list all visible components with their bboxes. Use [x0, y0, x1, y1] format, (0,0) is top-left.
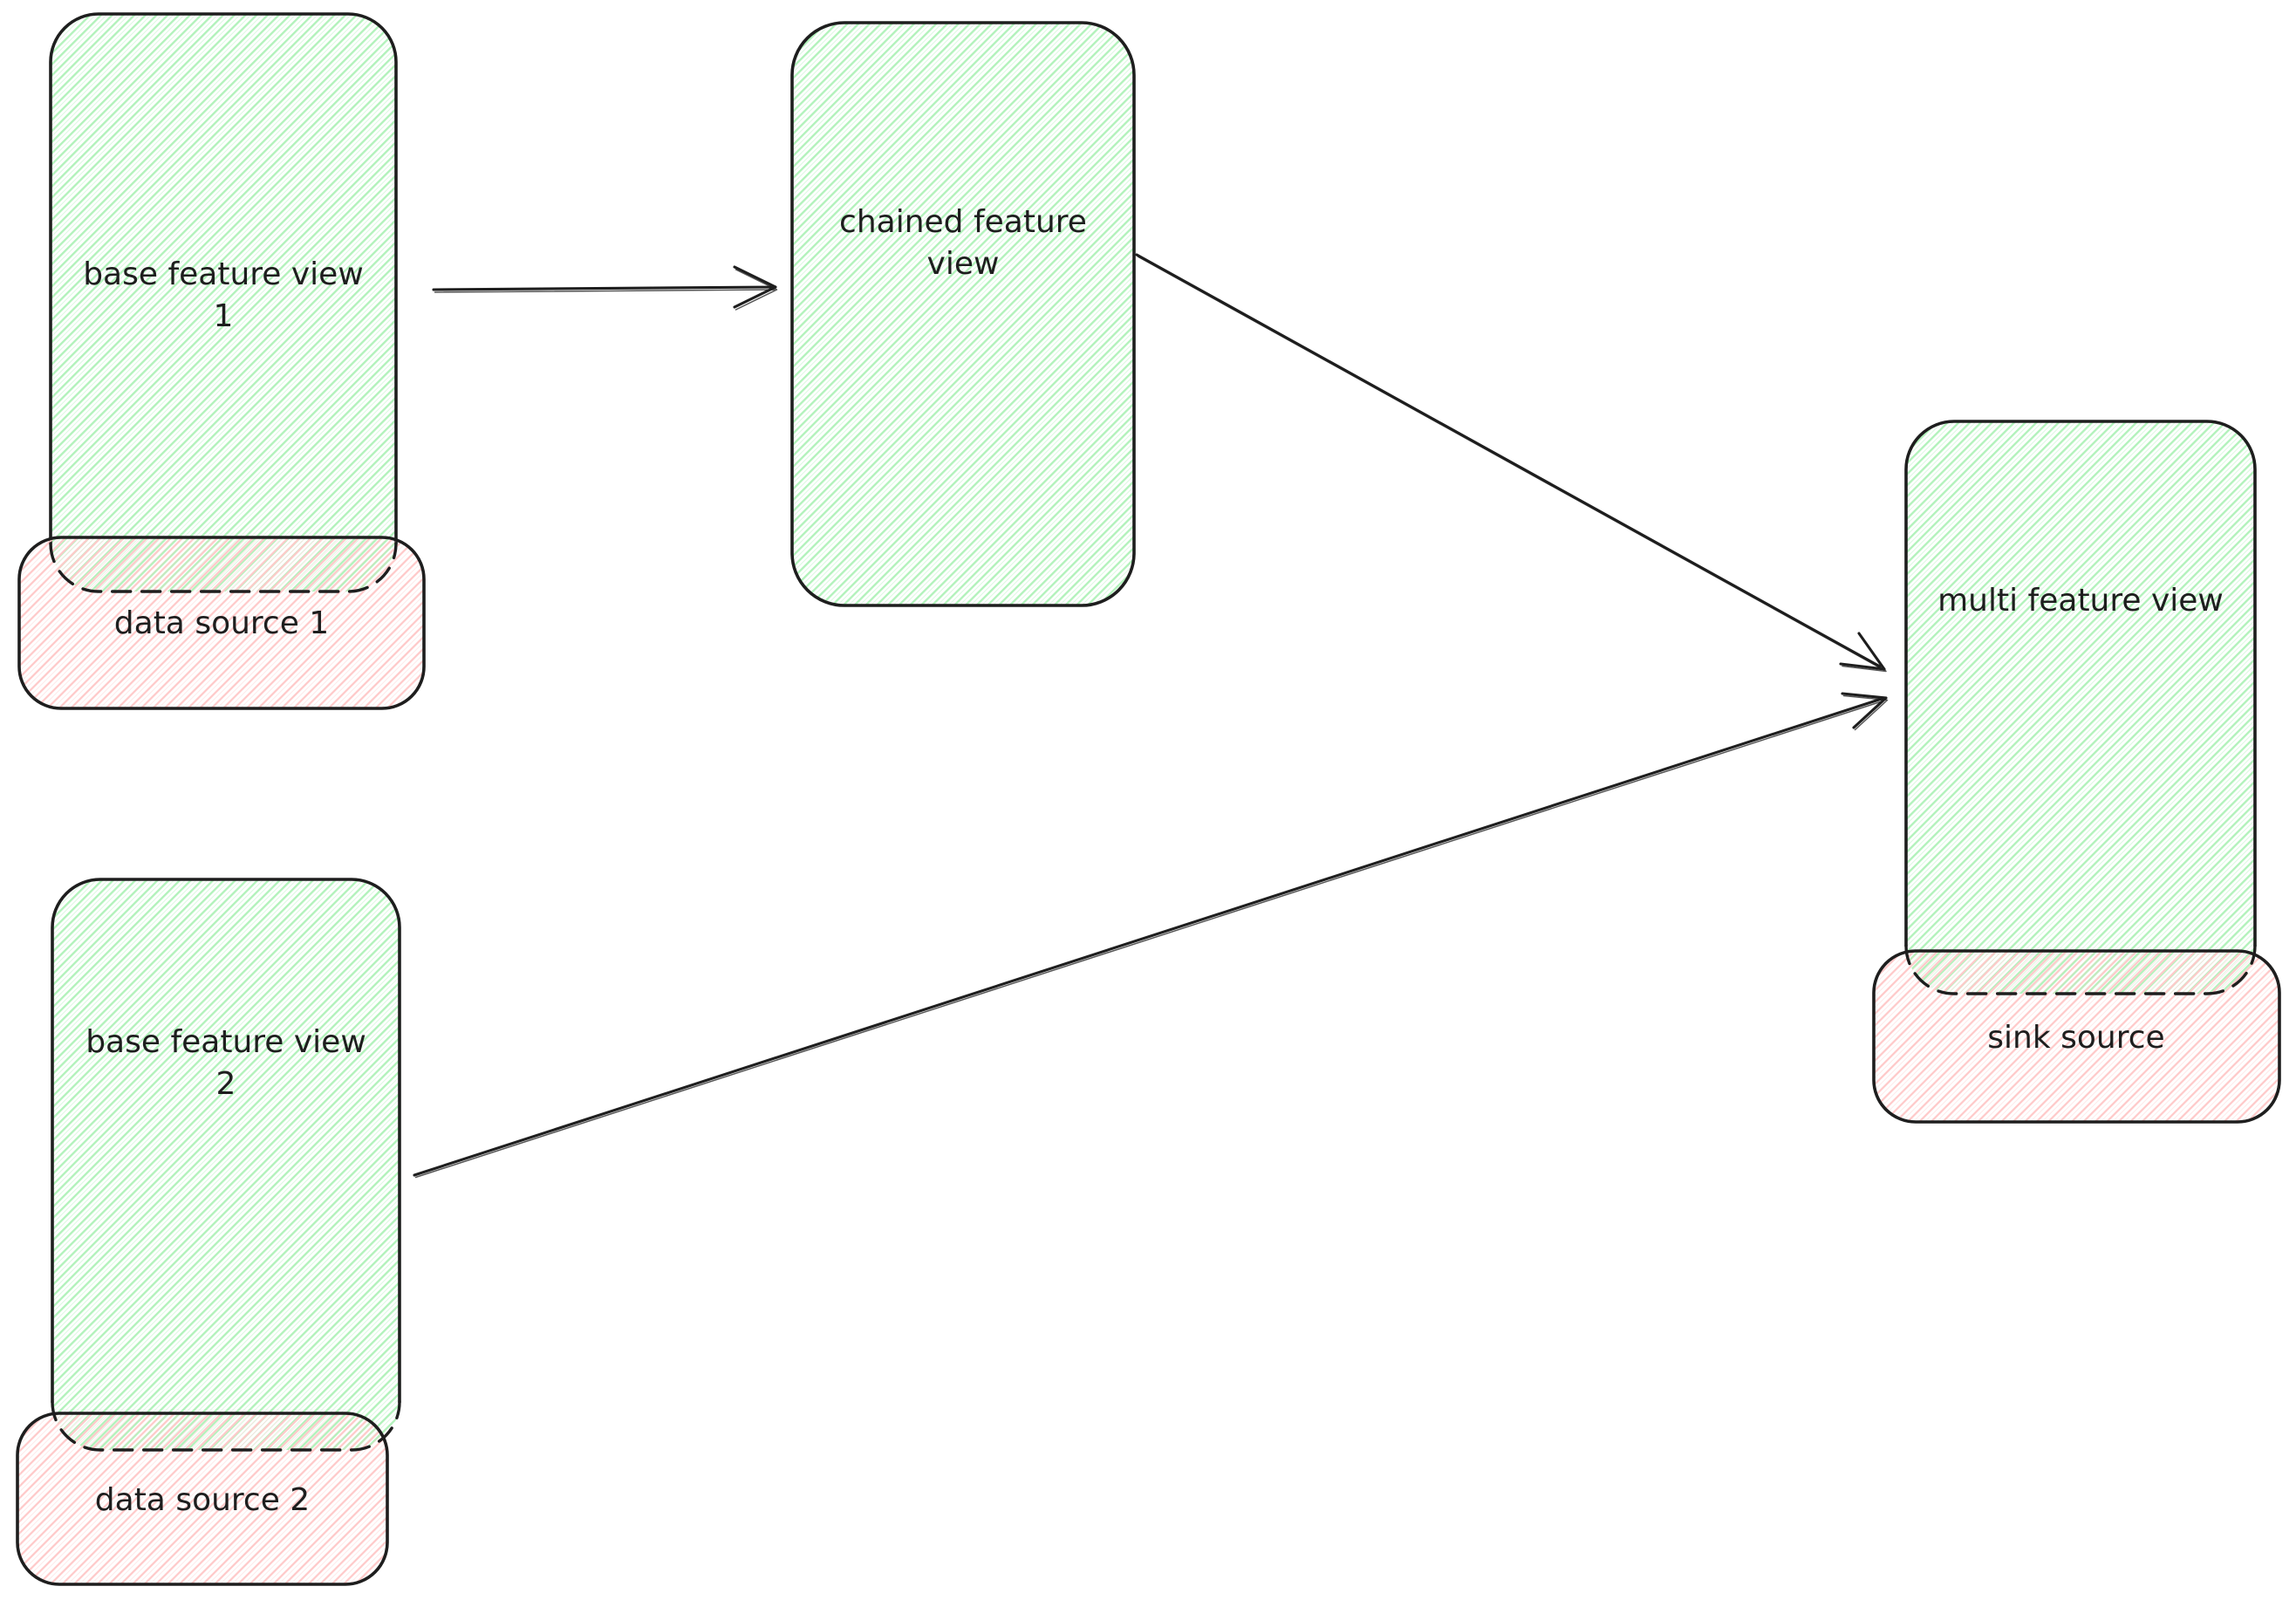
base-feature-view-2-border: [51, 878, 401, 1404]
base-feature-view-1-label-line1: base feature view: [83, 256, 364, 292]
multi-feature-view-box: [1906, 421, 2255, 994]
arrow-chained-feature-view-to-multi-feature-view: [1135, 253, 1887, 673]
node-data-source-1: data source 1: [17, 536, 426, 710]
node-multi-feature-view: multi feature view: [1904, 420, 2257, 994]
arrow-line: [432, 265, 777, 309]
base-feature-view-1-border: [49, 12, 398, 545]
node-data-source-2: data source 2: [16, 1412, 389, 1586]
arrow-base-feature-view-1-to-chained-feature-view: [432, 265, 778, 311]
base-feature-view-1-box: [51, 14, 396, 591]
multi-feature-view-label: multi feature view: [1937, 583, 2224, 619]
arrow-base-feature-view-2-to-multi-feature-view: [413, 692, 1889, 1179]
data-source-2-box: [16, 1412, 389, 1586]
chained-feature-view-label-line1: chained feature: [839, 204, 1087, 240]
chained-feature-view-box: [790, 21, 1136, 607]
chained-feature-view-label-line2: view: [927, 246, 1000, 282]
base-feature-view-2-label-line2: 2: [216, 1066, 236, 1102]
node-base-feature-view-1: base feature view 1: [49, 12, 398, 591]
sink-source-label: sink source: [1987, 1020, 2164, 1056]
data-source-1-label: data source 1: [114, 605, 329, 641]
node-chained-feature-view: chained feature view: [790, 21, 1136, 607]
arrow-sketch-echo: [434, 269, 778, 311]
base-feature-view-1-label-line2: 1: [214, 298, 234, 334]
base-feature-view-2-box: [52, 879, 400, 1450]
multi-feature-view-border: [1904, 420, 2257, 947]
arrow-sketch-echo: [414, 694, 1889, 1179]
data-source-1-box: [17, 536, 426, 710]
arrow-sketch-echo: [1138, 256, 1887, 673]
node-sink-source: sink source: [1872, 949, 2281, 1124]
arrow-line: [413, 692, 1888, 1177]
data-source-2-label: data source 2: [95, 1482, 310, 1518]
base-feature-view-2-label-line1: base feature view: [85, 1024, 366, 1060]
node-base-feature-view-2: base feature view 2: [51, 878, 401, 1450]
